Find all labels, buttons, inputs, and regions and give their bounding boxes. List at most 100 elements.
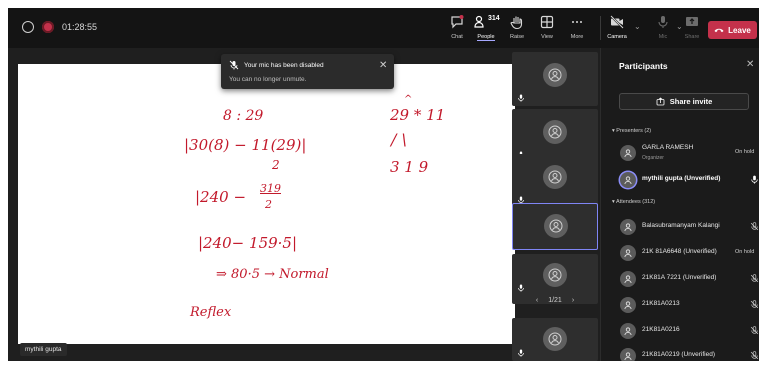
toast-message: You can no longer unmute.	[229, 76, 307, 83]
avatar	[620, 145, 636, 161]
participant-name: 21K81A 7221 (Unverified)	[642, 274, 717, 281]
participant-row[interactable]: mythili gupta (Unverified)	[601, 168, 759, 192]
close-icon[interactable]: ✕	[379, 60, 388, 71]
more-icon	[572, 21, 582, 23]
chat-icon	[451, 15, 464, 29]
close-icon[interactable]: ✕	[746, 59, 755, 70]
video-tile-selected[interactable]	[512, 203, 598, 250]
pager-label: 1/21	[548, 296, 562, 304]
attendees-header[interactable]: ▾ Attendees (312)	[612, 199, 656, 205]
mic-icon	[751, 175, 758, 184]
avatar	[620, 271, 636, 287]
hand-icon	[510, 16, 523, 30]
person-icon	[548, 268, 562, 282]
person-icon	[548, 170, 562, 184]
whiteboard-line: |240 −	[195, 188, 247, 206]
camera-options-chevron-icon[interactable]: ⌄	[634, 22, 641, 31]
view-button[interactable]: View	[532, 14, 562, 44]
participant-role: Organizer	[642, 155, 664, 161]
person-icon	[548, 68, 562, 82]
avatar	[543, 263, 567, 287]
participant-row[interactable]: 21K81A 7221 (Unverified)	[601, 267, 759, 291]
shared-whiteboard: 8 : 29 |30(8) − 11(29)| 2 |240 − 319 2 |…	[18, 64, 515, 344]
participant-name: 21K 81A6648 (Unverified)	[642, 248, 717, 255]
participant-status: On hold	[735, 149, 755, 155]
participant-name: Balasubramanyam Kalangi	[642, 222, 720, 229]
people-icon	[474, 15, 484, 28]
participant-row[interactable]: 21K 81A6648 (Unverified) On hold	[601, 241, 759, 265]
person-icon	[624, 327, 632, 336]
avatar	[620, 297, 636, 313]
chat-button[interactable]: Chat	[442, 14, 472, 44]
mic-off-icon	[750, 222, 759, 231]
whiteboard-line: Reflex	[190, 305, 232, 320]
video-strip: ‹ 1/21 ›	[512, 48, 598, 361]
person-icon	[624, 149, 632, 158]
grid-view-icon	[540, 15, 554, 29]
meeting-window: 01:28:55 Chat 314 People Raise View More…	[8, 8, 759, 361]
participant-name: 21K81A0213	[642, 300, 680, 307]
mic-off-icon	[750, 351, 759, 360]
mic-button: Mic	[648, 14, 678, 44]
video-tile[interactable]	[512, 52, 598, 106]
avatar	[620, 172, 636, 188]
camera-button[interactable]: Camera	[602, 14, 632, 44]
video-tile[interactable]	[512, 154, 598, 208]
whiteboard-line: |30(8) − 11(29)|	[184, 136, 307, 154]
person-icon	[548, 125, 562, 139]
mic-icon	[518, 349, 524, 357]
chevron-left-icon[interactable]: ‹	[535, 296, 539, 304]
person-icon	[624, 301, 632, 310]
video-tile[interactable]	[512, 254, 598, 304]
person-icon	[624, 275, 632, 284]
mic-disabled-toast: Your mic has been disabled You can no lo…	[221, 54, 394, 89]
avatar	[544, 214, 568, 238]
participant-row[interactable]: 21K81A0213	[601, 293, 759, 317]
whiteboard-line: ⇒ 80·5 → Normal	[216, 267, 329, 282]
shield-icon	[22, 21, 34, 33]
whiteboard-line: 8 : 29	[223, 108, 264, 124]
person-icon	[549, 219, 563, 233]
meeting-timer: 01:28:55	[62, 22, 98, 32]
participant-name: 21K81A0216	[642, 326, 680, 333]
participants-panel: Participants ✕ Share invite ▾ Presenters…	[600, 48, 759, 361]
phone-hangup-icon	[714, 28, 724, 33]
recording-indicator: 01:28:55	[22, 21, 97, 33]
avatar	[543, 327, 567, 351]
whiteboard-line: 3 1 9	[390, 158, 429, 176]
presenters-header[interactable]: ▾ Presenters (2)	[612, 128, 652, 134]
whiteboard-line: 319	[260, 182, 281, 195]
leave-button[interactable]: Leave	[708, 21, 757, 39]
people-button[interactable]: 314 People	[471, 14, 501, 44]
whiteboard-line: 2	[272, 158, 280, 172]
more-button[interactable]: More	[562, 14, 592, 44]
mic-off-icon	[750, 300, 759, 309]
avatar	[543, 120, 567, 144]
participant-row[interactable]: Balasubramanyam Kalangi	[601, 215, 759, 239]
mic-off-icon	[750, 274, 759, 283]
participant-name: GARLA RAMESH	[642, 144, 694, 151]
toast-title: Your mic has been disabled	[244, 62, 324, 69]
whiteboard-line: |240− 159·5|	[198, 234, 298, 252]
avatar	[543, 63, 567, 87]
share-screen-icon	[686, 17, 698, 26]
participant-row[interactable]: 21K81A0219 (Unverified)	[601, 344, 759, 361]
raise-hand-button[interactable]: Raise	[502, 14, 532, 44]
avatar	[620, 323, 636, 339]
share-icon	[656, 97, 665, 106]
chevron-right-icon[interactable]: ›	[571, 296, 575, 304]
whiteboard-line: 29 * 11	[390, 106, 446, 124]
meeting-toolbar: 01:28:55 Chat 314 People Raise View More…	[8, 8, 759, 48]
person-icon	[548, 332, 562, 346]
participant-name: 21K81A0219 (Unverified)	[642, 351, 715, 358]
share-invite-button[interactable]: Share invite	[619, 93, 749, 110]
video-tile[interactable]	[512, 318, 598, 361]
participant-row[interactable]: GARLA RAMESH Organizer On hold	[601, 141, 759, 165]
person-icon	[624, 249, 632, 258]
whiteboard-line: ^	[404, 94, 413, 105]
participant-row[interactable]: 21K81A0216	[601, 319, 759, 343]
share-button: Share	[677, 14, 707, 44]
participant-status: On hold	[735, 249, 755, 255]
mic-off-icon	[750, 326, 759, 335]
whiteboard-line: 2	[265, 198, 272, 211]
